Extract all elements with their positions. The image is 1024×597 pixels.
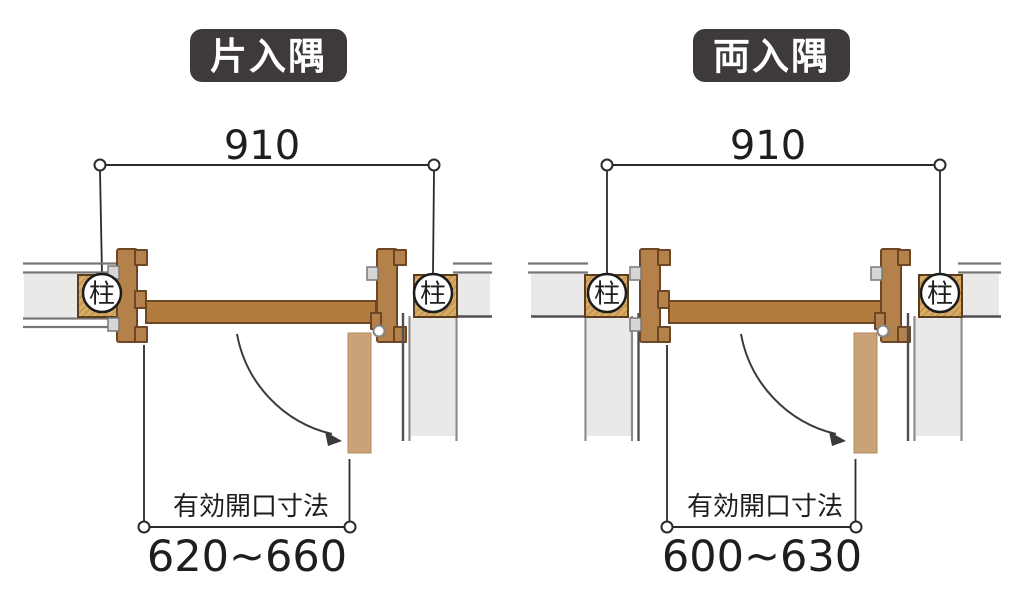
- wall-left-corner: [528, 262, 640, 441]
- door-open-panel: [347, 332, 372, 454]
- wall-corner-vertical: [587, 318, 631, 436]
- door-frame-right: [874, 248, 911, 343]
- title-label: 両入隅: [713, 35, 830, 78]
- opening-dimension-value: 620~660: [147, 532, 347, 582]
- extension-line: [432, 170, 435, 275]
- pillar-badge: [81, 272, 123, 314]
- dimension-endpoint: [343, 520, 357, 534]
- door-frame-left: [116, 248, 148, 343]
- top-dimension-value: 910: [224, 123, 300, 169]
- dimension-endpoint: [849, 520, 863, 534]
- title-badge: [190, 29, 347, 82]
- pillar-label: 柱: [89, 280, 115, 310]
- pillar-label: 柱: [420, 280, 446, 310]
- frame-clip: [629, 266, 642, 281]
- door-swing-arc: [236, 333, 333, 435]
- pillar-badge: [586, 272, 628, 314]
- top-dimension-value: 910: [730, 123, 806, 169]
- opening-dimension: 有効開口寸法 620~660: [137, 345, 357, 582]
- diagram-double-inside-corner: 両入隅 910: [528, 29, 1001, 582]
- wall-fill: [457, 274, 490, 316]
- door-open-panel: [853, 332, 878, 454]
- dimension-endpoint: [93, 158, 107, 172]
- opening-dimension-label: 有効開口寸法: [173, 492, 329, 522]
- door-closed-panel: [145, 300, 377, 324]
- wall-corner-vertical: [411, 318, 455, 436]
- hinge-pivot: [876, 324, 890, 338]
- top-dimension: 910: [93, 123, 441, 275]
- pillar-badge: [412, 272, 454, 314]
- pillar-label: 柱: [594, 280, 620, 310]
- frame-clip: [107, 317, 120, 332]
- wall-fill: [531, 274, 586, 316]
- extension-line: [99, 170, 103, 275]
- opening-dimension: 有効開口寸法 600~630: [660, 345, 863, 582]
- dimension-endpoint: [137, 520, 151, 534]
- wall-right-corner: [401, 262, 492, 441]
- door-frame-left: [639, 248, 671, 343]
- wall-fill: [962, 274, 999, 316]
- pillar-badge: [919, 272, 961, 314]
- door-swing-arc: [740, 333, 837, 435]
- frame-clip: [870, 266, 883, 281]
- dimension-endpoint: [427, 158, 441, 172]
- frame-clip: [629, 317, 642, 332]
- wall-right-corner: [906, 262, 1001, 441]
- dimension-endpoint: [600, 158, 614, 172]
- pillar-label: 柱: [927, 280, 953, 310]
- hinge-pivot: [372, 324, 386, 338]
- dimension-endpoint: [933, 158, 947, 172]
- door-swing-arrowhead: [829, 431, 846, 446]
- title-label: 片入隅: [210, 35, 327, 78]
- frame-clip: [366, 266, 379, 281]
- diagram-single-inside-corner: 片入隅 910 柱: [23, 29, 492, 582]
- wall-corner-vertical: [916, 318, 960, 436]
- title-badge: [693, 29, 850, 82]
- dimension-endpoint: [660, 520, 674, 534]
- door-frame-right: [370, 248, 407, 343]
- door-closed-panel: [668, 300, 882, 324]
- opening-dimension-label: 有効開口寸法: [687, 492, 843, 522]
- door-swing-arrowhead: [325, 431, 342, 446]
- opening-dimension-value: 600~630: [662, 532, 862, 582]
- top-dimension: 910: [600, 123, 947, 274]
